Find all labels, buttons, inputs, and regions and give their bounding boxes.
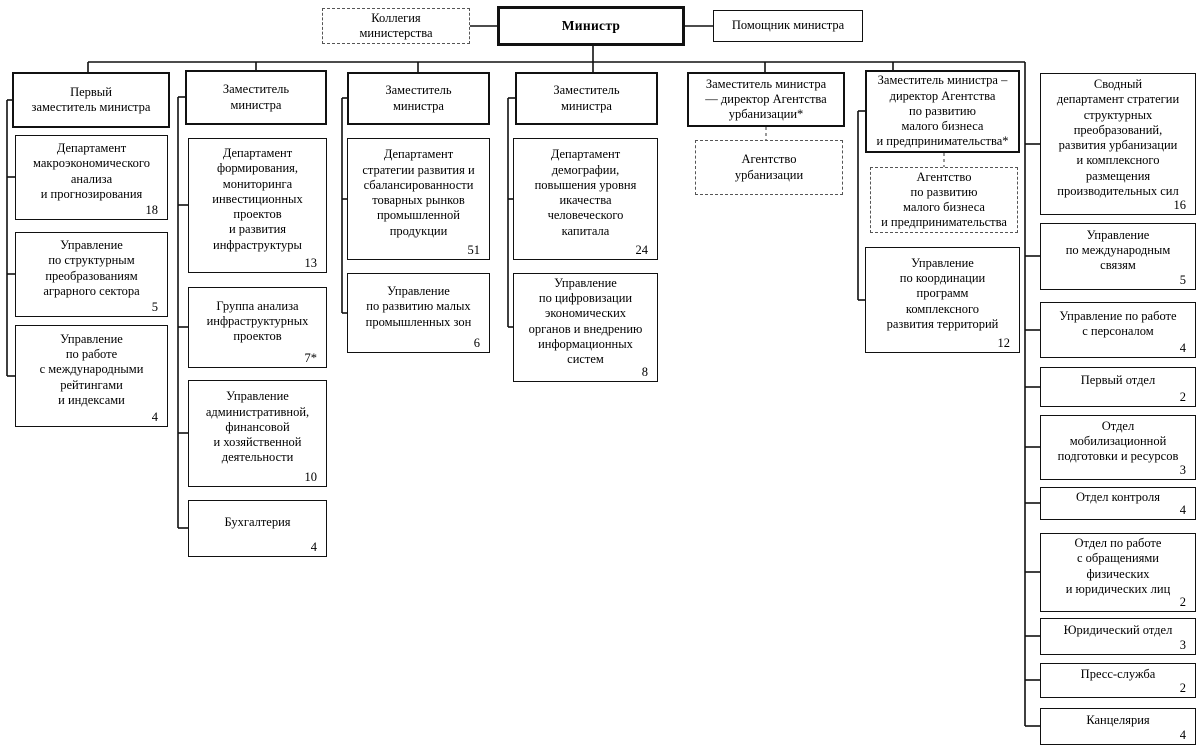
box-label: Департамент формирования, мониторинга ин…: [212, 146, 303, 252]
box-label: Агентство по развитию малого бизнеса и п…: [881, 169, 1007, 230]
staff-count: 5: [1179, 272, 1186, 287]
box-label: Помощник министра: [731, 18, 845, 33]
rc-control-dept: Отдел контроля 4: [1040, 487, 1196, 520]
box-label: Управление по координации программ компл…: [886, 255, 999, 331]
staff-count: 7*: [304, 350, 318, 365]
rc-press-service: Пресс-служба 2: [1040, 663, 1196, 698]
box-label: Группа анализа инфраструктурных проектов: [206, 298, 309, 344]
box-label: Департамент демографии, повышения уровня…: [534, 147, 637, 238]
box-label: Пресс-служба: [1080, 666, 1156, 681]
rc-chancellery: Канцелярия 4: [1040, 708, 1196, 745]
staff-count: 4: [1179, 727, 1186, 742]
staff-count: 24: [635, 242, 649, 257]
box-label: Управление по работе с международными ре…: [39, 331, 144, 407]
col2-upr-admin-finance: Управление административной, финансовой …: [188, 380, 327, 487]
staff-count: 2: [1179, 594, 1186, 609]
staff-count: 4: [1179, 340, 1186, 355]
box-label: Агентство урбанизации: [734, 152, 804, 182]
box-label: Отдел по работе с обращениями физических…: [1065, 536, 1171, 596]
col1-upr-structural-agrarian: Управление по структурным преобразования…: [15, 232, 168, 317]
col3-upr-small-industrial-zones: Управление по развитию малых промышленны…: [347, 273, 490, 353]
box-label: Заместитель министра — директор Агентств…: [705, 76, 827, 122]
box-label: Департамент макроэкономического анализа …: [33, 141, 150, 201]
staff-count: 8: [641, 364, 648, 379]
box-label: Управление по развитию малых промышленны…: [365, 284, 472, 329]
col6-upr-territory-programs: Управление по координации программ компл…: [865, 247, 1020, 353]
col1-header-first-deputy: Первый заместитель министра: [12, 72, 170, 128]
col6-header-deputy-smb-agency: Заместитель министра – директор Агентств…: [865, 70, 1020, 153]
staff-count: 4: [310, 539, 317, 554]
box-label: Отдел контроля: [1076, 489, 1160, 504]
rc-consolidated-strategy-dept: Сводный департамент стратегии структурны…: [1040, 73, 1196, 215]
rc-legal-dept: Юридический отдел 3: [1040, 618, 1196, 655]
staff-count: 51: [467, 242, 481, 257]
box-label: Заместитель министра – директор Агентств…: [876, 73, 1009, 149]
box-label: Первый заместитель министра: [31, 84, 151, 114]
box-label: Управление административной, финансовой …: [205, 389, 310, 465]
col5-agency-urbanization: Агентство урбанизации: [695, 140, 843, 195]
rc-upr-international-relations: Управление по международным связям 5: [1040, 223, 1196, 290]
staff-count: 10: [304, 469, 318, 484]
col4-header-deputy: Заместитель министра: [515, 72, 658, 125]
box-label: Управление по работе с персоналом: [1059, 308, 1177, 338]
col1-dept-macroeconomic-analysis: Департамент макроэкономического анализа …: [15, 135, 168, 220]
box-label: Заместитель министра: [222, 82, 290, 112]
col2-accounting: Бухгалтерия 4: [188, 500, 327, 557]
box-label: Коллегия министерства: [359, 10, 433, 40]
box-label: Сводный департамент стратегии структурны…: [1056, 77, 1180, 198]
col4-upr-digitalization: Управление по цифровизации экономических…: [513, 273, 658, 382]
box-minister-assistant: Помощник министра: [713, 10, 863, 42]
staff-count: 2: [1179, 389, 1186, 404]
col3-header-deputy: Заместитель министра: [347, 72, 490, 125]
box-minister: Министр: [497, 6, 685, 46]
col4-dept-demography: Департамент демографии, повышения уровня…: [513, 138, 658, 260]
box-label: Министр: [561, 17, 621, 33]
staff-count: 3: [1179, 462, 1186, 477]
box-label: Юридический отдел: [1063, 622, 1173, 637]
staff-count: 3: [1179, 637, 1186, 652]
staff-count: 4: [151, 409, 158, 424]
box-label: Управление по международным связям: [1065, 227, 1171, 273]
rc-upr-hr: Управление по работе с персоналом 4: [1040, 302, 1196, 358]
box-label: Управление по структурным преобразования…: [43, 238, 140, 298]
staff-count: 13: [304, 255, 318, 270]
col5-header-deputy-urban-agency: Заместитель министра — директор Агентств…: [687, 72, 845, 127]
box-label: Заместитель министра: [553, 83, 620, 113]
staff-count: 16: [1173, 197, 1187, 212]
box-label: Заместитель министра: [385, 83, 452, 113]
staff-count: 18: [145, 202, 159, 217]
col2-header-deputy: Заместитель министра: [185, 70, 327, 125]
box-label: Бухгалтерия: [224, 514, 291, 529]
box-label: Канцелярия: [1086, 712, 1150, 727]
staff-count: 5: [151, 299, 158, 314]
staff-count: 4: [1179, 502, 1186, 517]
staff-count: 2: [1179, 680, 1186, 695]
staff-count: 12: [997, 335, 1011, 350]
col3-dept-strategy-markets: Департамент стратегии развития и сбаланс…: [347, 138, 490, 260]
rc-appeals-dept: Отдел по работе с обращениями физических…: [1040, 533, 1196, 612]
col2-group-infrastructure-analysis: Группа анализа инфраструктурных проектов…: [188, 287, 327, 368]
box-label: Первый отдел: [1080, 373, 1156, 388]
col1-upr-international-ratings: Управление по работе с международными ре…: [15, 325, 168, 427]
box-label: Управление по цифровизации экономических…: [528, 275, 643, 366]
box-collegium: Коллегия министерства: [322, 8, 470, 44]
col6-agency-small-business: Агентство по развитию малого бизнеса и п…: [870, 167, 1018, 233]
staff-count: 6: [473, 335, 480, 350]
rc-mobilization-dept: Отдел мобилизационной подготовки и ресур…: [1040, 415, 1196, 480]
box-label: Департамент стратегии развития и сбаланс…: [362, 147, 475, 238]
col2-dept-investment-projects: Департамент формирования, мониторинга ин…: [188, 138, 327, 273]
rc-first-department: Первый отдел 2: [1040, 367, 1196, 407]
box-label: Отдел мобилизационной подготовки и ресур…: [1057, 418, 1179, 464]
